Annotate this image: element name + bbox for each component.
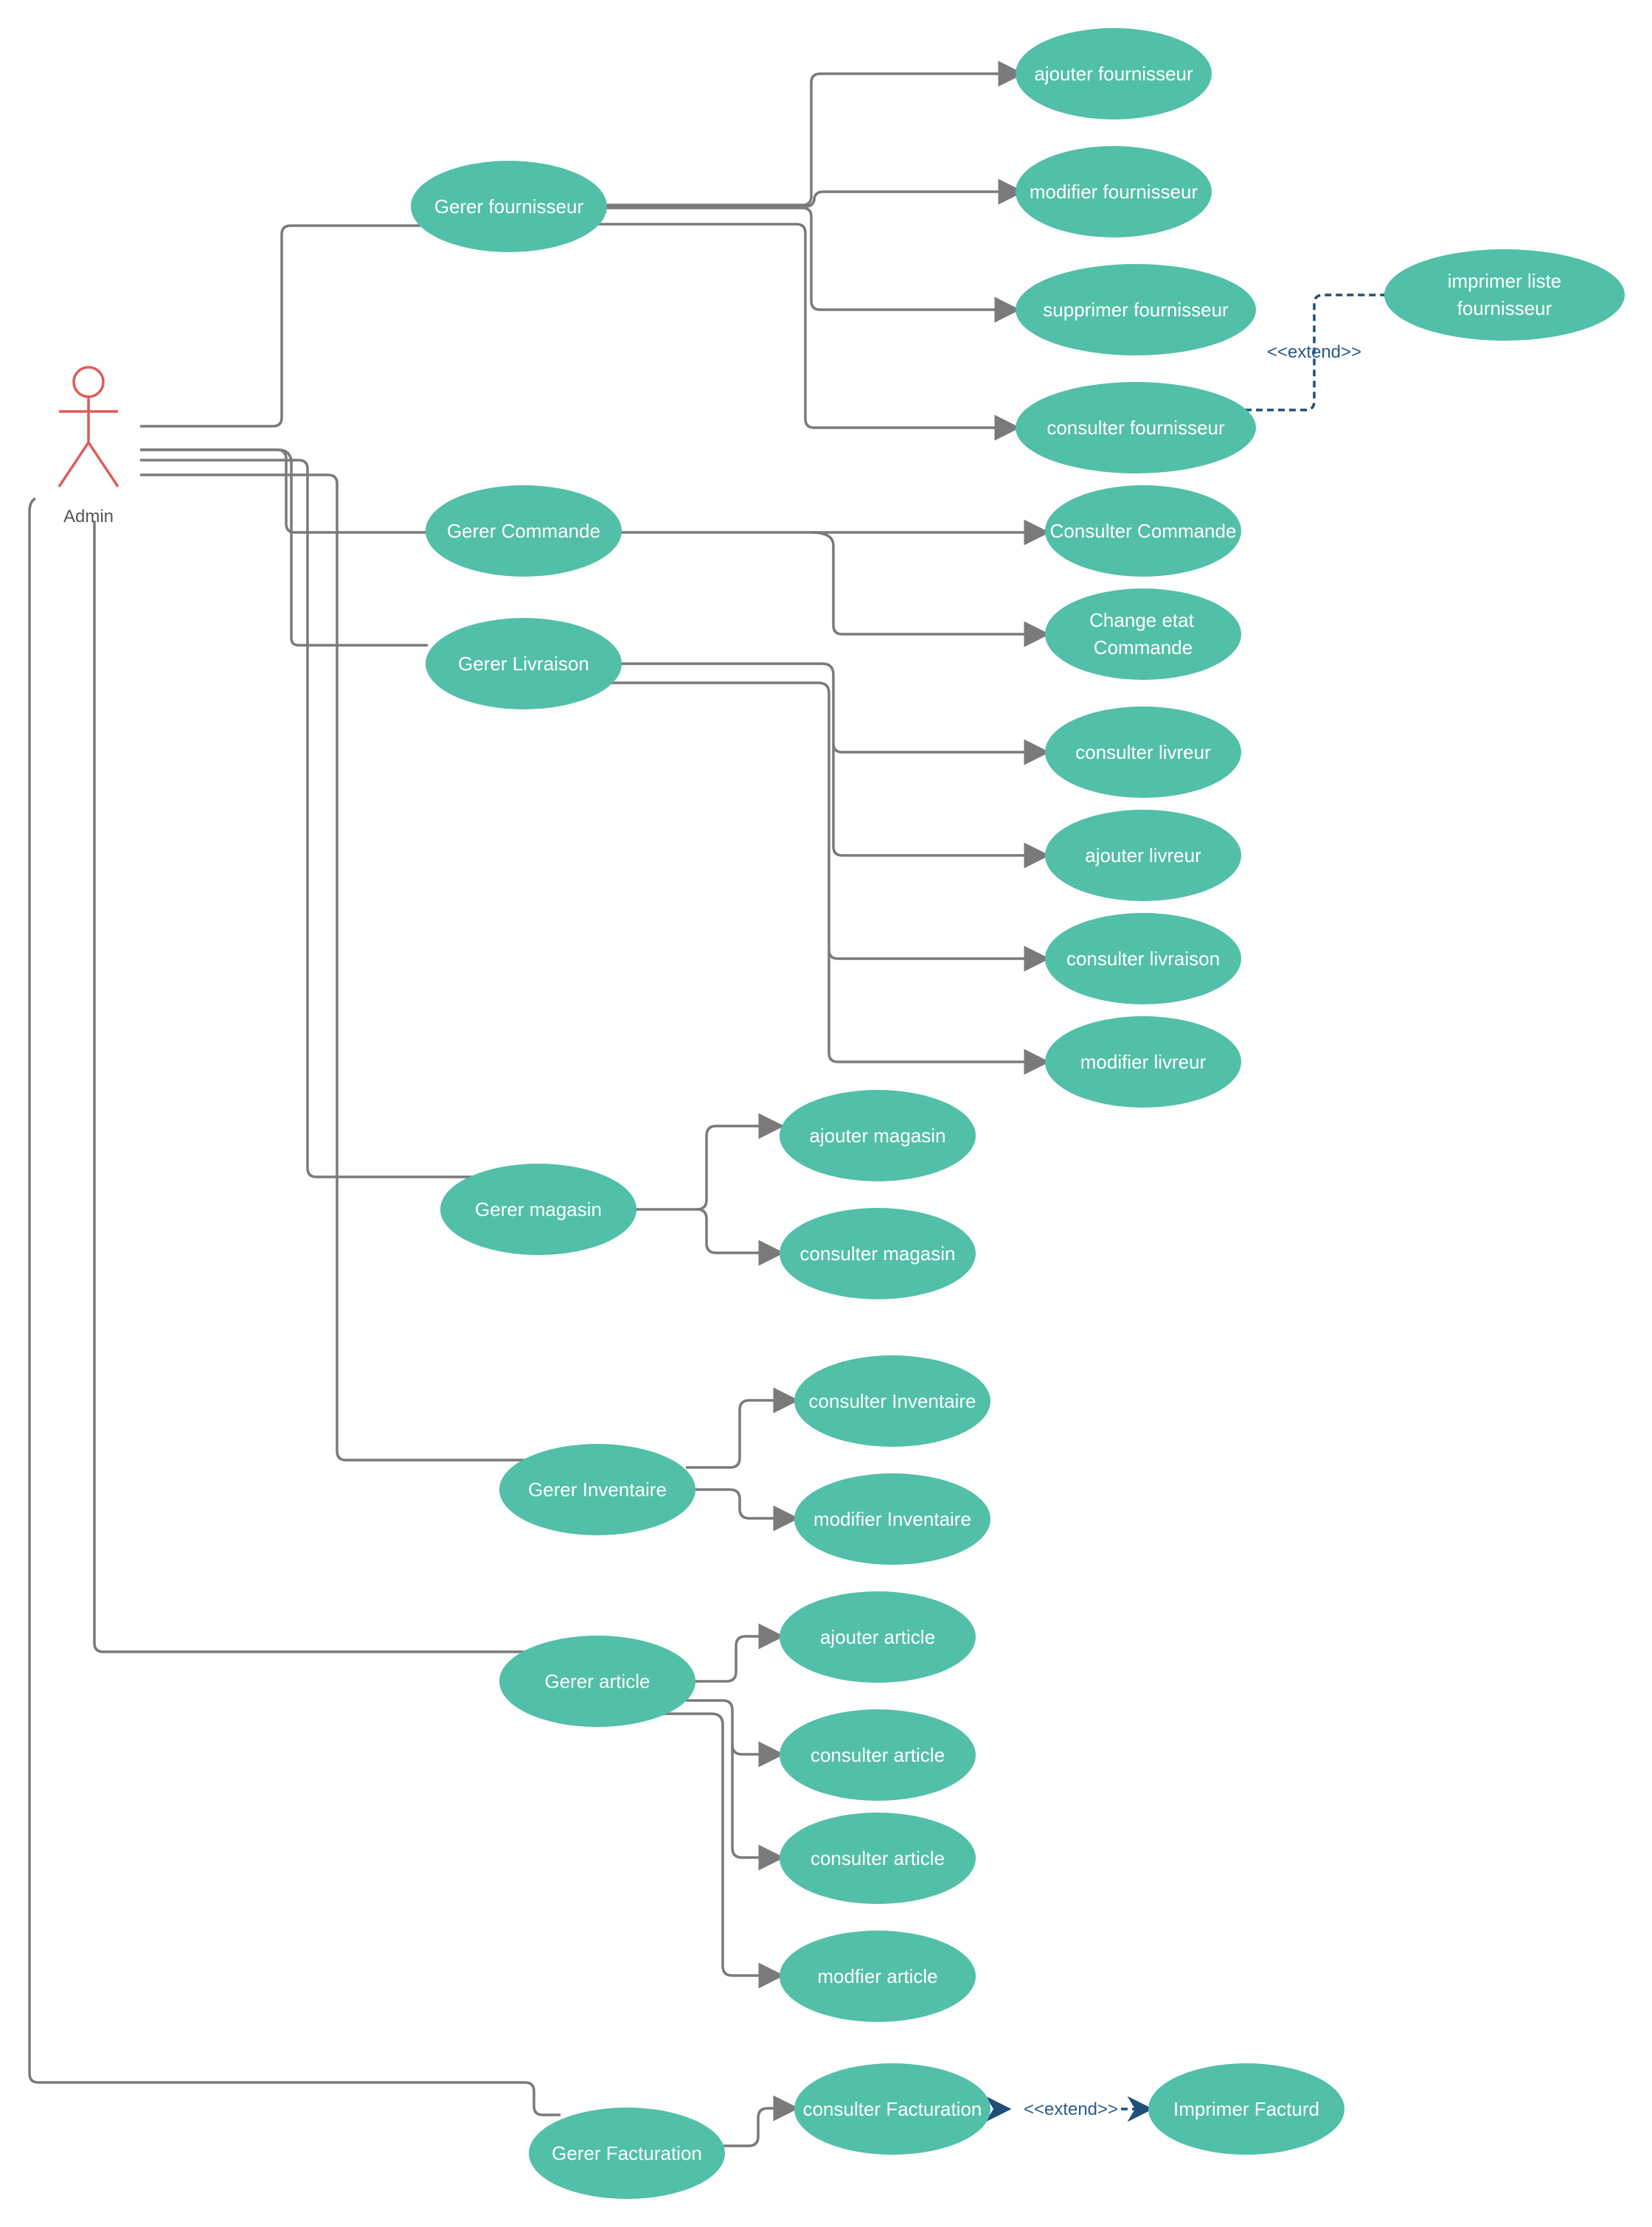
uc-label: modifier fournisseur bbox=[1030, 181, 1198, 203]
uc-consulter-article-1[interactable]: consulter article bbox=[780, 1709, 976, 1801]
uc-label: supprimer fournisseur bbox=[1043, 299, 1229, 321]
uc-modifier-livreur[interactable]: modifier livreur bbox=[1045, 1016, 1241, 1108]
link-admin-gerer-livraison bbox=[140, 448, 428, 647]
uc-gerer-facturation[interactable]: Gerer Facturation bbox=[529, 2108, 725, 2199]
stick-figure-icon bbox=[58, 366, 119, 487]
link-admin-gerer-commande bbox=[140, 448, 428, 534]
uc-label: Gerer Inventaire bbox=[528, 1479, 667, 1501]
link-inventaire-consulter bbox=[686, 1387, 799, 1469]
link-fournisseur-supprimer bbox=[605, 206, 1021, 323]
admin-actor[interactable]: Admin bbox=[58, 366, 119, 527]
link-article-consulter-1 bbox=[686, 1699, 785, 1768]
link-admin-gerer-fournisseur bbox=[140, 224, 420, 428]
uc-label: modifier livreur bbox=[1080, 1051, 1207, 1073]
uc-label: Gerer fournisseur bbox=[434, 195, 584, 218]
uc-ajouter-livreur[interactable]: ajouter livreur bbox=[1045, 810, 1241, 901]
link-article-ajouter bbox=[686, 1623, 785, 1683]
uc-imprimer-liste-fournisseur[interactable]: imprimer liste fournisseur bbox=[1384, 249, 1625, 341]
uc-label-line-2: fournisseur bbox=[1457, 297, 1552, 319]
link-livraison-consulter-livreur bbox=[620, 662, 1050, 765]
uc-gerer-inventaire[interactable]: Gerer Inventaire bbox=[499, 1444, 695, 1535]
uc-consulter-livreur[interactable]: consulter livreur bbox=[1045, 706, 1241, 798]
link-livraison-consulter-livraison bbox=[605, 681, 1050, 972]
link-livraison-modifier-livreur bbox=[827, 950, 1050, 1075]
uc-label: consulter Inventaire bbox=[809, 1390, 976, 1412]
extend-relations: <<extend>> <<extend>> bbox=[984, 293, 1386, 2122]
uc-gerer-fournisseur[interactable]: Gerer fournisseur bbox=[411, 161, 607, 252]
uc-consulter-inventaire[interactable]: consulter Inventaire bbox=[794, 1355, 990, 1447]
actor-connectors bbox=[28, 224, 560, 2116]
actor-label: Admin bbox=[63, 507, 114, 527]
uc-label: ajouter magasin bbox=[810, 1125, 946, 1147]
extend-label-fournisseur: <<extend>> bbox=[1267, 342, 1361, 362]
uc-label: ajouter article bbox=[820, 1626, 935, 1648]
uc-label: Imprimer Facturd bbox=[1173, 2098, 1319, 2120]
uc-gerer-commande[interactable]: Gerer Commande bbox=[426, 485, 622, 577]
link-magasin-consulter bbox=[696, 1208, 785, 1266]
sub-connectors bbox=[590, 60, 1050, 2147]
link-fournisseur-consulter bbox=[590, 223, 1021, 441]
uc-label: consulter article bbox=[811, 1847, 945, 1869]
uc-consulter-commande[interactable]: Consulter Commande bbox=[1045, 485, 1241, 577]
uc-consulter-livraison[interactable]: consulter livraison bbox=[1045, 913, 1241, 1004]
uc-label: ajouter fournisseur bbox=[1034, 63, 1193, 85]
uc-label: Gerer Livraison bbox=[458, 653, 589, 675]
uc-gerer-magasin[interactable]: Gerer magasin bbox=[440, 1164, 636, 1255]
uc-label: consulter livreur bbox=[1075, 741, 1211, 763]
link-article-consulter-2 bbox=[731, 1745, 785, 1871]
link-facturation-consulter bbox=[715, 2095, 799, 2147]
link-admin-gerer-magasin bbox=[140, 459, 472, 1178]
uc-consulter-magasin[interactable]: consulter magasin bbox=[780, 1208, 976, 1299]
uc-label: consulter Facturation bbox=[803, 2098, 982, 2120]
uc-modfier-article[interactable]: modfier article bbox=[780, 1931, 976, 2022]
uc-modifier-fournisseur[interactable]: modifier fournisseur bbox=[1016, 146, 1212, 237]
link-fournisseur-ajouter bbox=[605, 60, 1024, 206]
uc-ajouter-article[interactable]: ajouter article bbox=[780, 1591, 976, 1683]
uc-label-line-1: Change etat bbox=[1089, 609, 1194, 631]
uc-consulter-facturation[interactable]: consulter Facturation bbox=[794, 2063, 990, 2155]
uc-label: Gerer article bbox=[544, 1670, 650, 1692]
uc-label: Gerer magasin bbox=[475, 1198, 602, 1220]
uc-label: Gerer Facturation bbox=[552, 2142, 702, 2164]
uc-ajouter-fournisseur[interactable]: ajouter fournisseur bbox=[1016, 28, 1212, 119]
uc-consulter-fournisseur[interactable]: consulter fournisseur bbox=[1016, 382, 1256, 473]
link-article-modfier bbox=[656, 1712, 785, 1989]
uc-label: modfier article bbox=[817, 1965, 937, 1987]
link-livraison-ajouter-livreur bbox=[832, 743, 1050, 869]
uc-supprimer-fournisseur[interactable]: supprimer fournisseur bbox=[1016, 264, 1256, 355]
link-admin-gerer-article bbox=[93, 521, 531, 1653]
uc-ajouter-magasin[interactable]: ajouter magasin bbox=[780, 1090, 976, 1181]
uc-label: ajouter livreur bbox=[1085, 844, 1201, 866]
link-fournisseur-modifier bbox=[605, 178, 1024, 208]
link-inventaire-modifier bbox=[686, 1488, 799, 1532]
extend-link-fournisseur bbox=[1245, 293, 1386, 411]
uc-consulter-article-2[interactable]: consulter article bbox=[780, 1813, 976, 1904]
link-admin-gerer-facturation bbox=[28, 497, 560, 2116]
link-commande-change bbox=[811, 531, 1050, 647]
uc-modifier-inventaire[interactable]: modifier Inventaire bbox=[794, 1473, 990, 1565]
link-magasin-ajouter bbox=[634, 1113, 785, 1211]
uc-label: consulter livraison bbox=[1066, 948, 1220, 970]
uc-label: modifier Inventaire bbox=[813, 1508, 971, 1530]
uc-label: consulter article bbox=[811, 1744, 945, 1766]
uc-label-line-2: Commande bbox=[1094, 636, 1193, 659]
extend-label-facturation: <<extend>> bbox=[1024, 2099, 1118, 2119]
use-cases: Gerer fournisseur ajouter fournisseur mo… bbox=[411, 28, 1625, 2199]
uc-label: Gerer Commande bbox=[447, 520, 600, 542]
uc-label: Consulter Commande bbox=[1050, 520, 1237, 542]
uc-label: consulter fournisseur bbox=[1047, 417, 1225, 439]
uc-imprimer-facturd[interactable]: Imprimer Facturd bbox=[1148, 2063, 1344, 2155]
uc-change-etat-commande[interactable]: Change etat Commande bbox=[1045, 588, 1241, 680]
uc-label-line-1: imprimer liste bbox=[1448, 270, 1562, 292]
link-admin-gerer-inventaire bbox=[140, 473, 531, 1462]
uc-label: consulter magasin bbox=[800, 1243, 956, 1265]
uc-gerer-livraison[interactable]: Gerer Livraison bbox=[426, 618, 622, 709]
uc-gerer-article[interactable]: Gerer article bbox=[499, 1636, 695, 1727]
